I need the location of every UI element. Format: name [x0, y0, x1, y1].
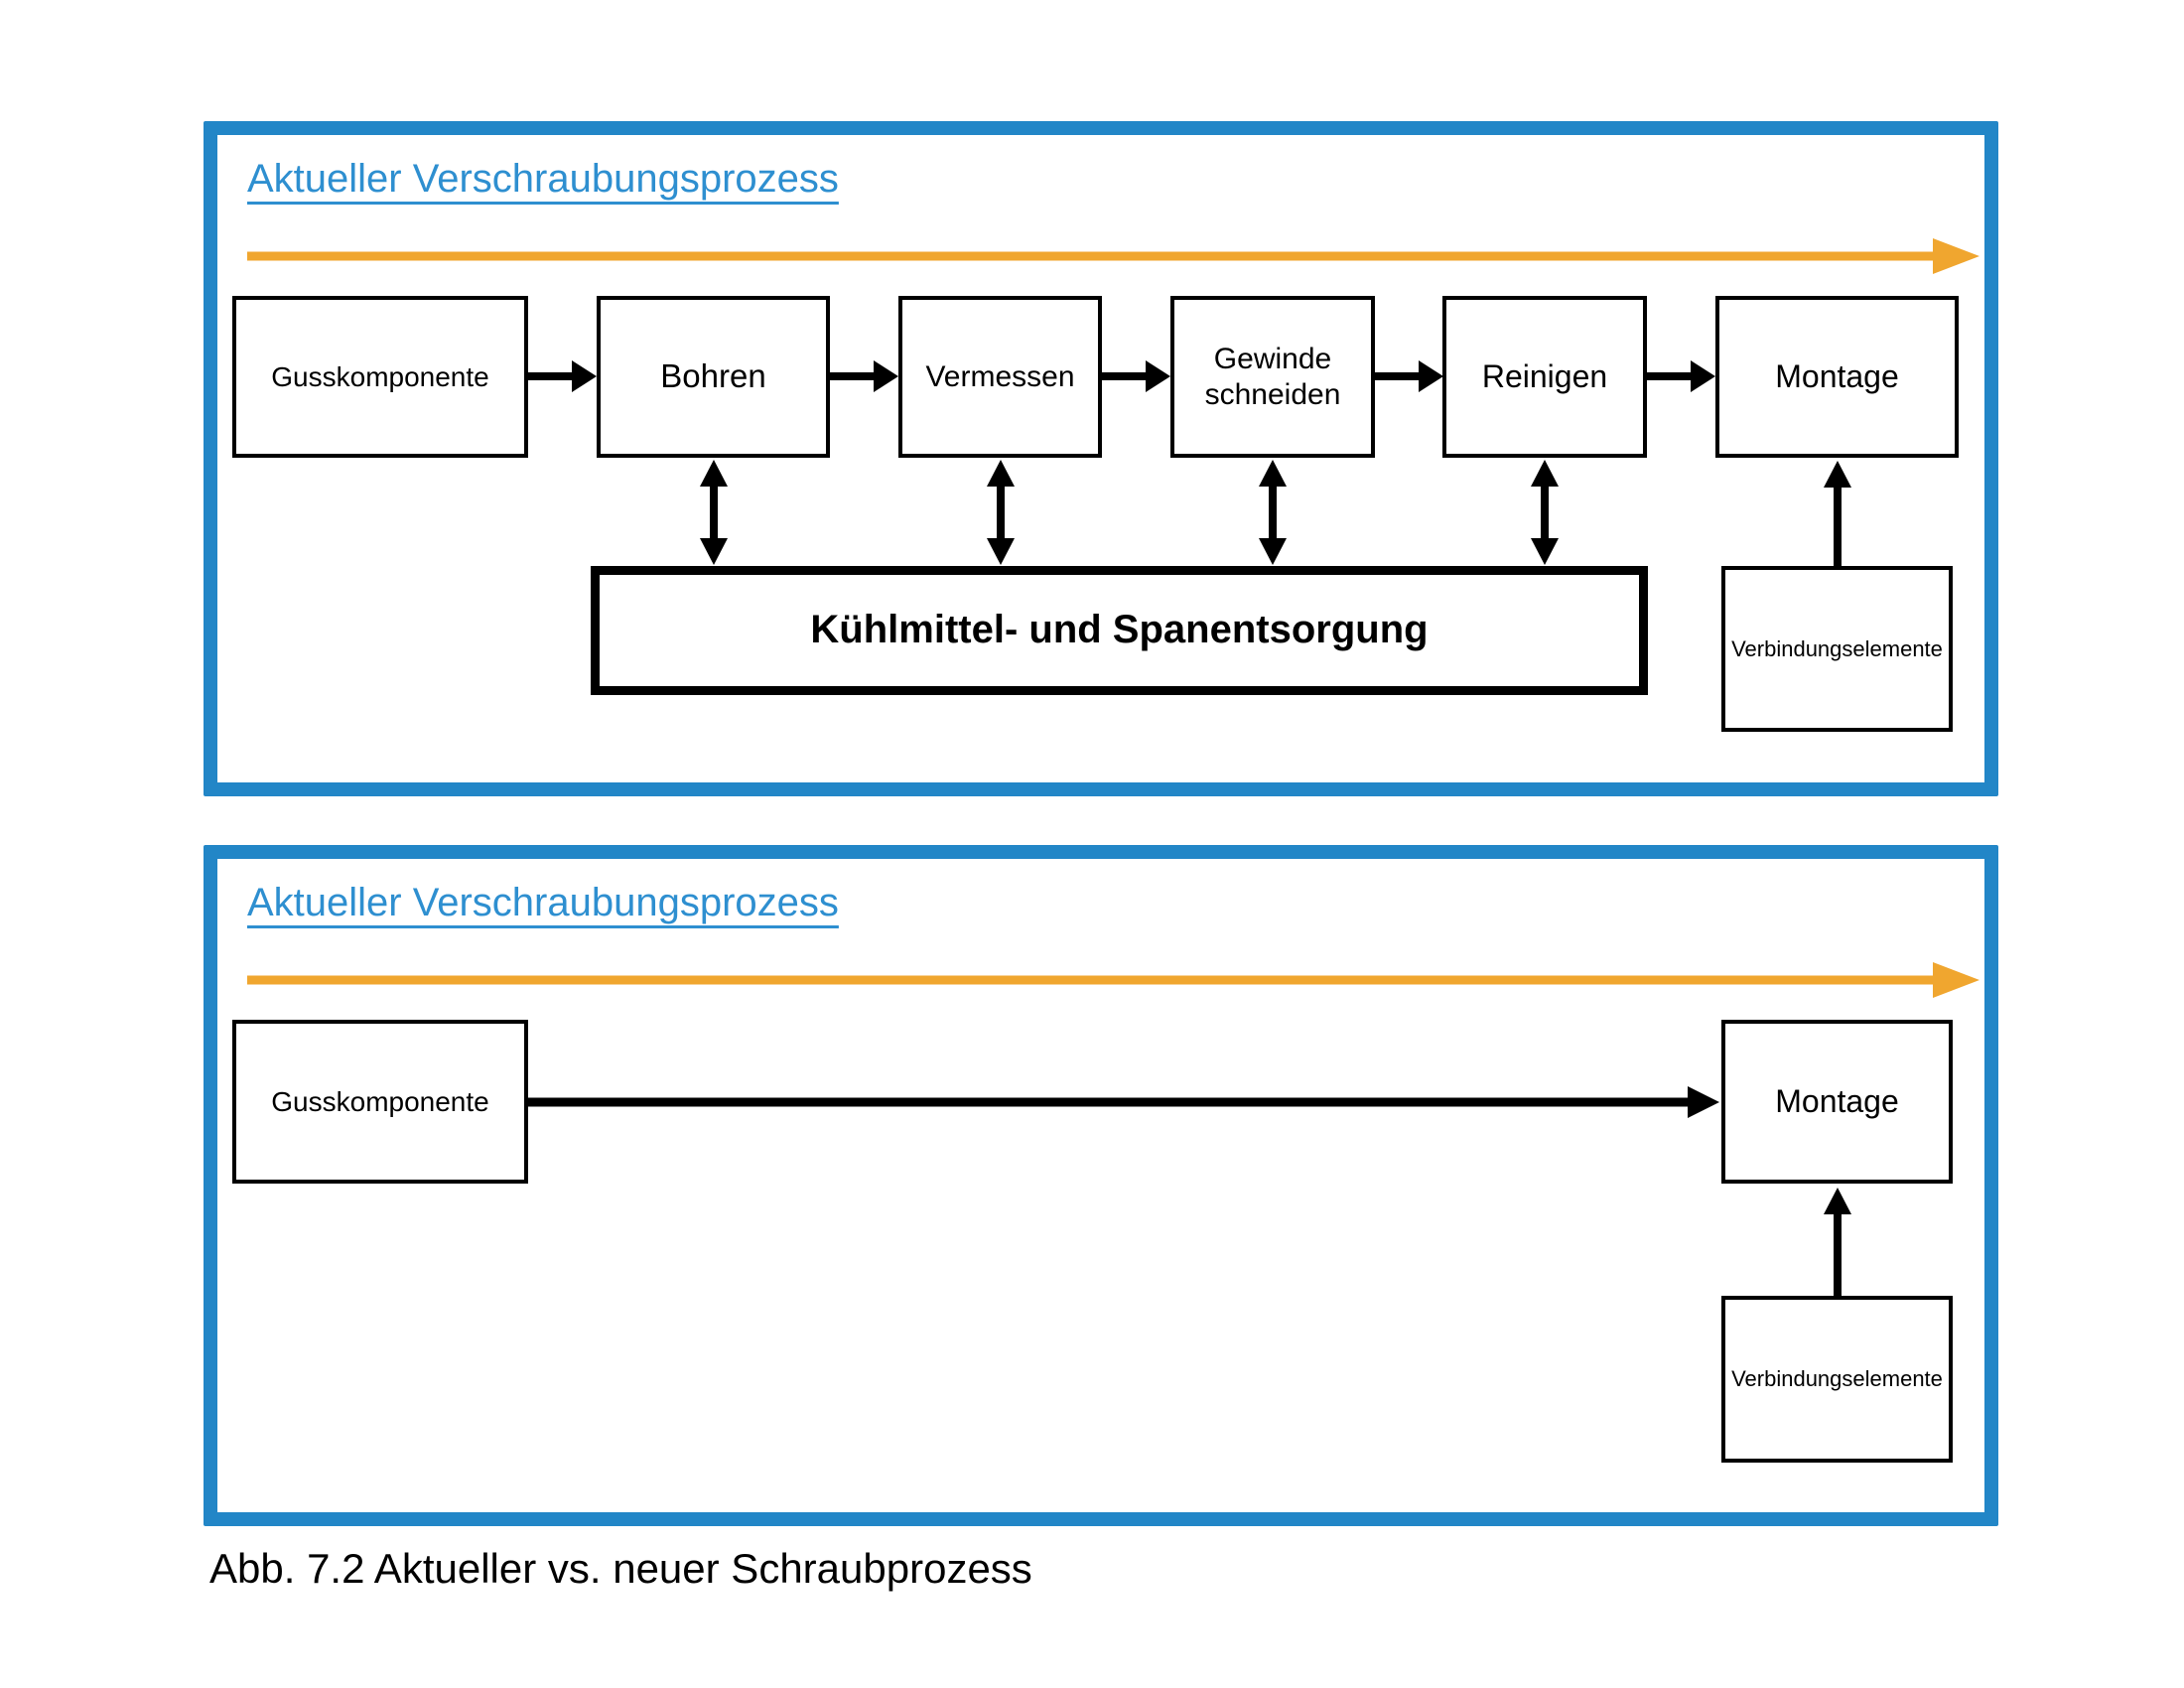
- box-vermessen: Vermessen: [898, 296, 1102, 458]
- box-label: Gewinde schneiden: [1204, 343, 1341, 411]
- box-label: Montage: [1775, 1082, 1899, 1119]
- box-gusskomponente: Gusskomponente: [232, 296, 528, 458]
- box-label: Kühlmittel- und Spanentsorgung: [810, 608, 1429, 652]
- up-arrow-icon: [1824, 461, 1851, 566]
- top-panel: Aktueller Verschraubungsprozess Gusskomp…: [204, 121, 1998, 796]
- flow-arrow-icon: [1102, 360, 1170, 392]
- box-gusskomponente: Gusskomponente: [232, 1020, 528, 1184]
- flow-arrow-icon: [1647, 360, 1715, 392]
- box-label: Montage: [1775, 357, 1899, 394]
- box-label: Verbindungselemente: [1731, 635, 1943, 661]
- timeline-arrow-icon: [247, 962, 1979, 998]
- flow-arrow-icon: [528, 1086, 1719, 1118]
- box-bohren: Bohren: [597, 296, 830, 458]
- box-label: Gusskomponente: [271, 1085, 489, 1117]
- box-montage: Montage: [1715, 296, 1959, 458]
- box-label: Verbindungselemente: [1731, 1366, 1943, 1392]
- figure-caption: Abb. 7.2 Aktueller vs. neuer Schraubproz…: [209, 1545, 1032, 1592]
- double-arrow-icon: [1259, 460, 1287, 565]
- double-arrow-icon: [700, 460, 728, 565]
- box-reinigen: Reinigen: [1442, 296, 1647, 458]
- flow-arrow-icon: [1375, 360, 1443, 392]
- flow-arrow-icon: [528, 360, 597, 392]
- box-label: Bohren: [660, 357, 766, 395]
- double-arrow-icon: [987, 460, 1015, 565]
- bottom-panel: Aktueller Verschraubungsprozess Gusskomp…: [204, 845, 1998, 1526]
- flow-arrow-icon: [830, 360, 898, 392]
- box-gewinde-schneiden: Gewinde schneiden: [1170, 296, 1375, 458]
- box-kuehlmittel-spanentsorgung: Kühlmittel- und Spanentsorgung: [591, 566, 1648, 695]
- top-panel-title: Aktueller Verschraubungsprozess: [247, 157, 839, 201]
- timeline-arrow-icon: [247, 238, 1979, 274]
- box-label: Gusskomponente: [271, 360, 489, 392]
- box-label: Vermessen: [925, 359, 1075, 393]
- double-arrow-icon: [1531, 460, 1559, 565]
- bottom-panel-title: Aktueller Verschraubungsprozess: [247, 881, 839, 924]
- box-verbindungselemente: Verbindungselemente: [1721, 566, 1953, 732]
- box-montage: Montage: [1721, 1020, 1953, 1184]
- up-arrow-icon: [1824, 1188, 1851, 1297]
- box-verbindungselemente: Verbindungselemente: [1721, 1296, 1953, 1463]
- box-label: Reinigen: [1481, 357, 1608, 394]
